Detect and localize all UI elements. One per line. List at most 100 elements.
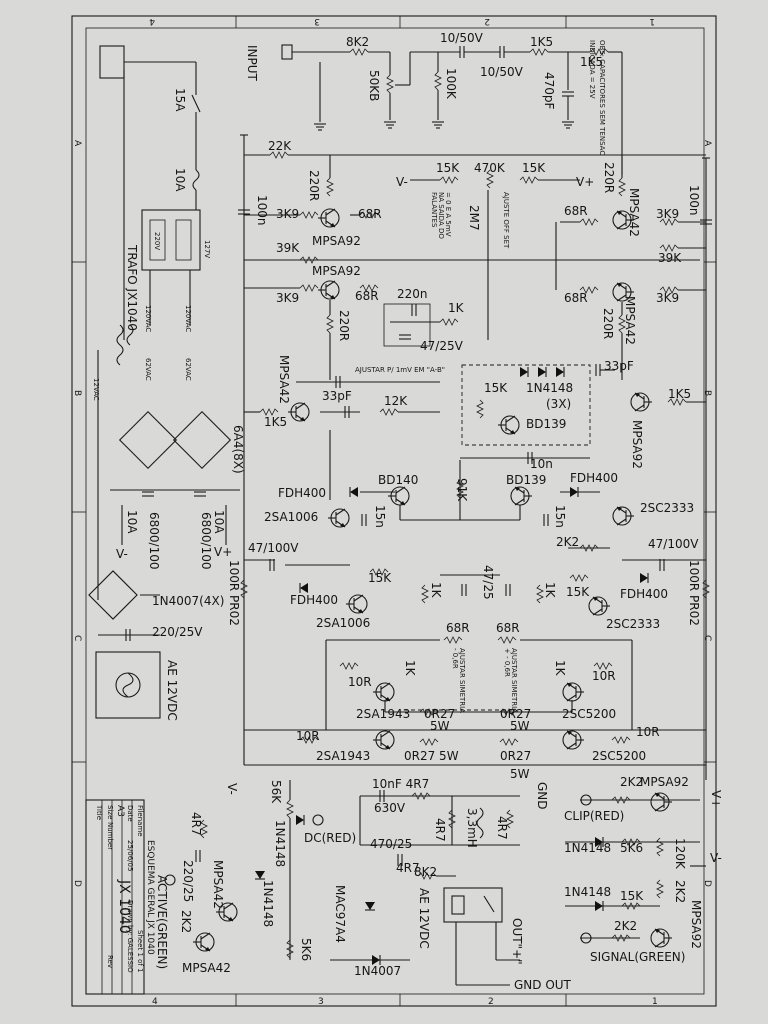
fuse-10a-b-label: 10A	[212, 510, 226, 534]
drawn-by: Drawn by: GALESSIO	[126, 900, 134, 973]
r-68r-a-label: 68R	[358, 207, 382, 221]
c-470pf-label: 470pF	[542, 72, 556, 110]
r-68r-c-label: 68R	[564, 204, 588, 218]
fuse-10a-label: 10A	[173, 168, 187, 192]
c-470-25-label: 470/25	[370, 837, 412, 851]
r-4r7-b-label: 4R7	[495, 816, 509, 840]
r-4r7-d-label: 4R7	[189, 812, 203, 836]
diff-stage: 22K 100n 100n 220R 220R 220R 220R 3K9 3K…	[237, 139, 713, 471]
q-mpsa92-b-label: MPSA92	[312, 264, 361, 278]
d-1n4148-label: 1N4148	[526, 381, 573, 395]
r-5k6-label: 5K6	[620, 841, 643, 855]
c-47-100v-a-label: 47/100V	[248, 541, 299, 555]
border-letter-d-right: D	[702, 880, 712, 887]
adjust-note-label: AJUSTAR P/ 1mV EM "A-B"	[355, 366, 445, 374]
notes: OBS: CAPACITORES SEM TENSAO INDICADA = 2…	[588, 40, 606, 156]
fan-label: AE 12VDC	[165, 660, 179, 721]
border-letter-b-left: B	[72, 390, 82, 396]
cap-6800-a-label: 6800/100	[147, 512, 161, 570]
r-0r27-d-label: 0R27	[500, 749, 531, 763]
q-2sa1943-a-label: 2SA1943	[356, 707, 410, 721]
note-line-1: OBS: CAPACITORES SEM TENSAO	[598, 40, 606, 156]
q-bd139-a-label: BD139	[526, 417, 566, 431]
border-number-3-top: 3	[314, 16, 320, 26]
r-2k2-a-label: 2K2	[620, 775, 643, 789]
r-8k2-label: 8K2	[414, 865, 437, 879]
r-39k-a-label: 39K	[276, 241, 300, 255]
c-10-50v-b-label: 10/50V	[480, 65, 524, 79]
c-33pf-a-label: 33pF	[322, 389, 352, 403]
rail-v-plus-label: V+	[214, 545, 232, 559]
r-68r-a-label: 68R	[446, 621, 470, 635]
q-2sa1943-b-label: 2SA1943	[316, 749, 370, 763]
r-56k-label: 56K	[269, 780, 283, 804]
gnd-label: GND	[535, 782, 549, 810]
relay-coil-label: AE 12VDC	[417, 888, 431, 949]
border-letter-b-right: B	[702, 390, 712, 396]
r-39k-b-label: 39K	[658, 251, 682, 265]
secondary-d-label: 62VAC	[184, 358, 192, 381]
r-0r27-b-label: 0R27	[500, 707, 531, 721]
d-fdh400-c-label: FDH400	[290, 593, 338, 607]
r-220r-b-label: 220R	[602, 162, 616, 193]
r-1k-a-label: 1K	[429, 582, 443, 599]
bridge-note-label: 6A4(8X)	[231, 425, 245, 474]
pot-470k-label: 470K	[474, 161, 506, 175]
selector-220-label: 220V	[153, 232, 161, 250]
input-label: INPUT	[245, 45, 259, 82]
c-47-100v-b-label: 47/100V	[648, 537, 699, 551]
r-100k-label: 100K	[444, 68, 458, 100]
q-mpsa92-a-label: MPSA92	[312, 234, 361, 248]
r-0r27-a-label: 0R27	[424, 707, 455, 721]
r-3k9-d-label: 3K9	[656, 291, 679, 305]
r-220r-c-label: 220R	[337, 310, 351, 341]
r-10r-d-label: 10R	[636, 725, 660, 739]
border-number-1-bottom: 1	[652, 997, 658, 1007]
indicator-stage: 2K2 MPSA92 CLIP(RED) 1N4148 5K6 120K V- …	[564, 775, 722, 964]
pot-50kb-label: 50KB	[367, 70, 381, 101]
date-label: Date	[126, 805, 134, 822]
c-47-25v-label: 47/25V	[420, 339, 464, 353]
d-1n4007-label: 1N4007	[354, 964, 401, 978]
adjust-symmetry-d-label: + - 0,6R	[503, 648, 511, 677]
d-fdh400-d-label: FDH400	[620, 587, 668, 601]
offset-note-a: = 0 E A 5mV	[444, 192, 452, 237]
selector-127-label: 127V	[203, 240, 211, 258]
q-2sc2333-a-label: 2SC2333	[640, 501, 694, 515]
adjust-symmetry-c-label: AJUSTAR SIMETRIA	[510, 648, 518, 713]
adjust-symmetry-a-label: AJUSTAR SIMETRIA	[458, 648, 466, 713]
title-text: ESQUEMA GERAL JX 1040	[145, 840, 155, 955]
cap-6800-b-label: 6800/100	[199, 512, 213, 570]
d-fdh400-a-label: FDH400	[278, 486, 326, 500]
r-68r-b-label: 68R	[496, 621, 520, 635]
offset-note-c: FALANTES	[430, 192, 438, 228]
border-letter-a-right: A	[702, 140, 712, 147]
l-3-3mh-label: 3,3mH	[465, 808, 479, 848]
q-mpsa42-c-label: MPSA42	[277, 355, 291, 404]
r-12k-label: 12K	[384, 394, 408, 408]
gnd-out-label: GND OUT	[514, 978, 572, 992]
q-2sc5200-a-label: 2SC5200	[562, 707, 616, 721]
d-fdh400-b-label: FDH400	[570, 471, 618, 485]
d-1n4148-b-label: 1N4148	[261, 880, 275, 927]
r-10r-a-label: 10R	[348, 675, 372, 689]
r-1k-d-label: 1K	[553, 660, 567, 677]
secondary-c-label: 62VAC	[144, 358, 152, 381]
r-91k-label: 91K	[455, 478, 469, 502]
q-2sc2333-b-label: 2SC2333	[606, 617, 660, 631]
q-bd139-label: BD139	[506, 473, 546, 487]
d-qty-label: (3X)	[546, 397, 571, 411]
offset-note-d: AJUSTE OFF SET	[502, 192, 510, 249]
rail-v-minus-label: V-	[116, 547, 128, 561]
out-plus-label: OUT"+"	[510, 918, 524, 965]
r-1k5-b-label: 1K5	[580, 55, 603, 69]
q-mpsa42-b-label: MPSA42	[182, 961, 231, 975]
r-220r-a-label: 220R	[307, 170, 321, 201]
r-0r27-c-label: 0R27 5W	[404, 749, 459, 763]
output-stage: 68R 68R AJUSTAR SIMETRIA - 0,6R AJUSTAR …	[225, 621, 723, 808]
border-number-3-bottom: 3	[318, 997, 324, 1007]
v-630-label: 630V	[374, 801, 406, 815]
q-mpsa92-a-label: MPSA92	[640, 775, 689, 789]
adjust-symmetry-b-label: - 0,6R	[451, 648, 459, 669]
c-47-25-label: 47/25	[481, 565, 495, 600]
